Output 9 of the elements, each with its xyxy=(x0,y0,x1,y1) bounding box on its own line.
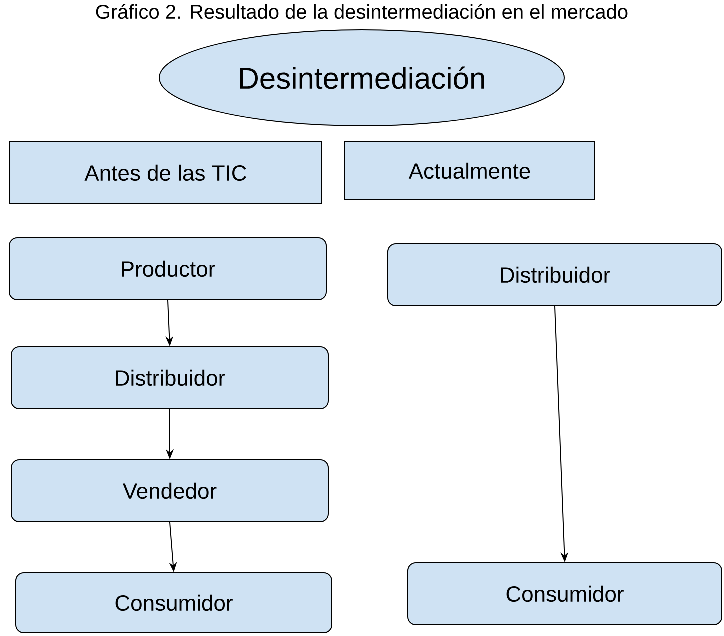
process-box: Productor xyxy=(9,238,327,300)
column-header-box: Actualmente xyxy=(344,142,596,200)
process-box: Distribuidor xyxy=(11,346,329,410)
process-box: Consumidor xyxy=(408,562,722,626)
process-box: Consumidor xyxy=(16,572,332,634)
process-box: Distribuidor xyxy=(388,244,722,306)
process-box: Vendedor xyxy=(11,460,329,522)
column-header-box: Antes de las TIC xyxy=(10,142,322,204)
title: Gráfico 2. Resultado de la desintermediación en el mercado xyxy=(96,4,628,20)
